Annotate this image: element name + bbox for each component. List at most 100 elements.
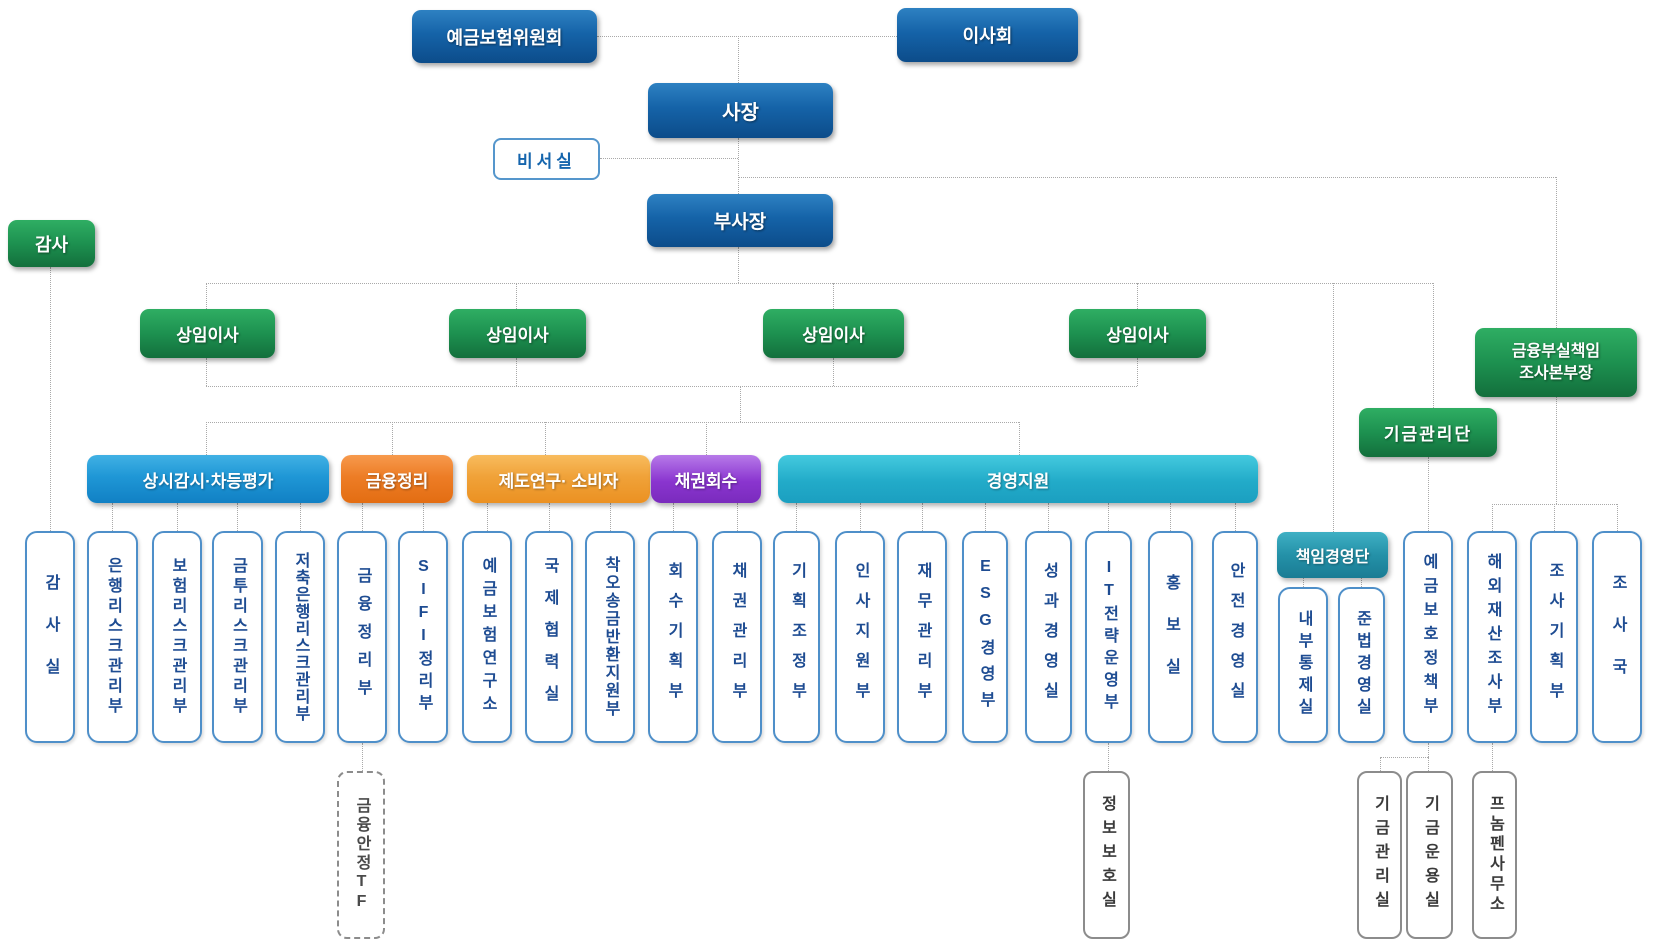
connector-line [673,503,674,531]
dept-label: 기획조정부 [788,562,806,712]
dept-securities-risk-mgmt: 금투리스크관리부 [212,531,263,743]
connector-line [1556,177,1557,328]
connector-line [738,177,1556,178]
dept-label: 회수기획부 [665,562,682,712]
node-board-of-directors: 이사회 [897,8,1078,62]
category-monitoring-evaluation: 상시감시·차등평가 [87,455,329,503]
connector-line [206,386,1137,387]
dept-label: 예금보험연구소 [479,556,496,718]
node-president: 사장 [648,83,833,138]
connector-line [545,422,546,455]
connector-line [1492,743,1493,771]
connector-line [1554,504,1555,531]
dept-bank-risk-mgmt: 은행리스크관리부 [87,531,138,743]
dept-label: 준법경영실 [1353,610,1371,720]
dept-label: 감사실 [42,574,59,700]
dept-label: 조사기획부 [1546,562,1563,712]
dept-finance-mgmt: 재무관리부 [897,531,947,743]
dept-label: 저축은행리스크관리부 [292,552,309,722]
dept-label: ESG경영부 [977,557,994,717]
connector-line [1617,504,1618,531]
connector-line [206,283,207,309]
connector-line [1235,503,1236,531]
dept-esg-mgmt: ESG경영부 [962,531,1008,743]
dept-label: 착오송금반환지원부 [602,556,619,718]
dept-performance-mgmt-office: 성과경영실 [1025,531,1072,743]
connector-line [833,358,834,386]
connector-line [1492,504,1493,531]
connector-line [1170,503,1171,531]
connector-line [1380,757,1381,771]
connector-line [177,503,178,531]
connector-line [206,422,207,455]
dept-recovery-planning: 회수기획부 [648,531,698,743]
connector-line [922,503,923,531]
dept-label: 금융정리부 [354,567,371,707]
dept-label: IT전략운영부 [1100,559,1118,715]
connector-line [706,422,707,455]
dept-internal-control-office: 내부통제실 [1278,587,1328,743]
dept-label: SIFI정리부 [415,558,432,716]
dept-intl-cooperation-office: 국제협력실 [525,531,573,743]
connector-line [362,503,363,531]
dept-label: 은행리스크관리부 [104,557,122,717]
connector-line [237,503,238,531]
node-label-line1: 금융부실책임 [1511,342,1601,360]
connector-line [738,247,739,283]
dept-label: 인사지원부 [852,562,869,712]
dept-investigation-bureau: 조사국 [1592,531,1642,743]
connector-line [1137,283,1138,309]
connector-line [740,386,741,422]
connector-line [1019,422,1020,455]
sub-label: 정보보호실 [1098,795,1116,915]
connector-line [206,422,1019,423]
dept-label: 재무관리부 [914,562,931,712]
dept-label: 보험리스크관리부 [169,557,186,717]
connector-line [516,283,517,309]
sub-label: 금융안정TF [353,797,370,913]
connector-line [392,422,393,455]
dept-label: 예금보호정책부 [1420,553,1437,721]
connector-line [50,267,51,531]
sub-financial-stability-tf: 금융안정TF [337,771,385,939]
connector-line [860,503,861,531]
node-auditor: 감사 [8,220,95,267]
sub-phnom-penh-office: 프놈펜사무소 [1472,771,1517,939]
connector-line [1303,578,1304,587]
dept-sifi-resolution: SIFI정리부 [398,531,448,743]
connector-line [1556,397,1557,504]
node-secretariat: 비서실 [493,138,600,180]
dept-label: 홍보실 [1162,574,1180,700]
dept-label: 해외재산조사부 [1484,553,1501,721]
dept-label: 조사국 [1609,574,1626,700]
connector-line [597,36,897,37]
node-financial-insolvency-investigation-head: 금융부실책임 조사본부장 [1475,328,1637,397]
node-standing-director-1: 상임이사 [140,309,275,358]
connector-line [610,503,611,531]
connector-line [1433,283,1434,408]
node-standing-director-4: 상임이사 [1069,309,1206,358]
connector-line [1428,743,1429,757]
connector-line [1048,503,1049,531]
connector-line [1361,578,1362,587]
sub-fund-mgmt-office: 기금관리실 [1357,771,1402,939]
node-responsible-management-group: 책임경영단 [1277,532,1388,578]
connector-line [362,743,363,771]
sub-info-security-office: 정보보호실 [1083,771,1130,939]
dept-audit-office: 감사실 [25,531,75,743]
dept-label: 채권관리부 [729,562,746,712]
node-vice-president: 부사장 [647,194,833,247]
dept-wrong-transfer-support: 착오송금반환지원부 [585,531,635,743]
node-standing-director-3: 상임이사 [763,309,904,358]
dept-safety-mgmt-office: 안전경영실 [1212,531,1258,743]
connector-line [549,503,550,531]
connector-line [1108,743,1109,771]
connector-line [423,503,424,531]
dept-label: 내부통제실 [1295,610,1312,720]
dept-compliance-mgmt-office: 준법경영실 [1338,587,1385,743]
connector-line [985,503,986,531]
connector-line [600,158,738,159]
connector-line [300,503,301,531]
dept-savings-bank-risk-mgmt: 저축은행리스크관리부 [275,531,325,743]
